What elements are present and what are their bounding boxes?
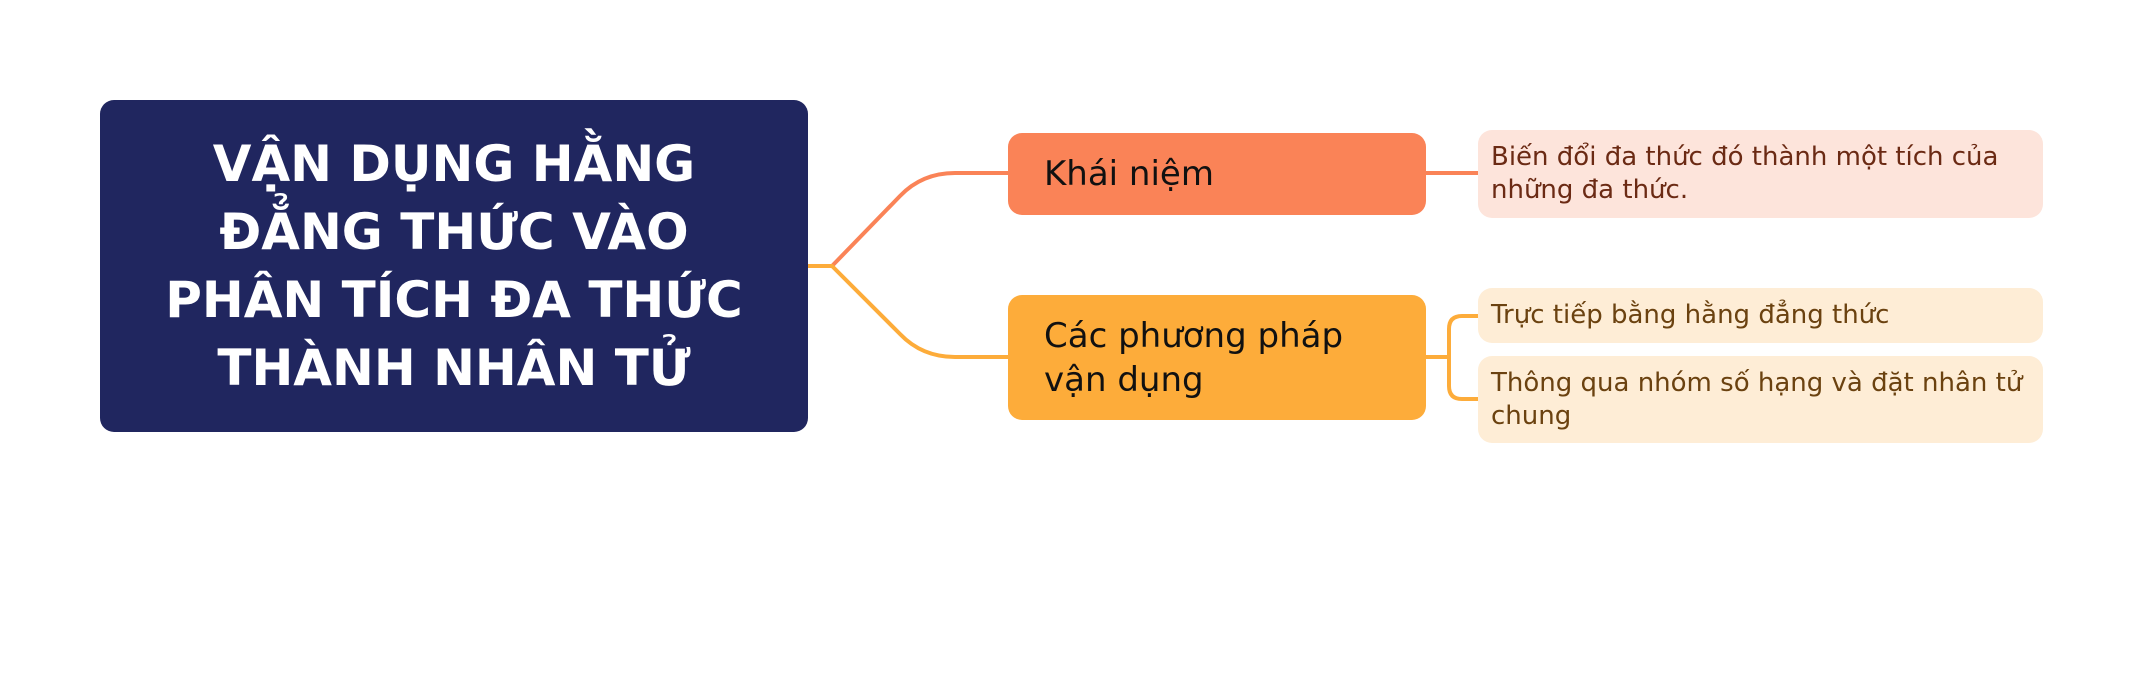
root-title: VẬN DỤNG HẰNG ĐẲNG THỨC VÀO PHÂN TÍCH ĐA… — [165, 135, 743, 397]
leaf-node-thong-qua-nhom[interactable]: Thông qua nhóm số hạng và đặt nhân tử ch… — [1478, 356, 2043, 443]
leaf-label: Trực tiếp bằng hằng đẳng thức — [1491, 300, 1890, 330]
connector-root-to-phuong-phap — [830, 264, 1010, 359]
branch-node-phuong-phap[interactable]: Các phương pháp vận dụng — [1008, 295, 1426, 420]
root-node[interactable]: VẬN DỤNG HẰNG ĐẲNG THỨC VÀO PHÂN TÍCH ĐA… — [100, 100, 808, 432]
branch-node-khai-niem[interactable]: Khái niệm — [1008, 133, 1426, 215]
branch-label: Các phương pháp vận dụng — [1044, 315, 1344, 400]
leaf-node-khai-niem-definition[interactable]: Biến đổi đa thức đó thành một tích của n… — [1478, 130, 2043, 218]
branch-label: Khái niệm — [1044, 154, 1214, 194]
leaf-node-truc-tiep[interactable]: Trực tiếp bằng hằng đẳng thức — [1478, 288, 2043, 343]
connector-phuong-phap-bracket — [1447, 314, 1478, 401]
leaf-label: Biến đổi đa thức đó thành một tích của n… — [1491, 142, 1999, 205]
connector-root-to-khai-niem — [830, 171, 1010, 268]
leaf-label: Thông qua nhóm số hạng và đặt nhân tử ch… — [1491, 367, 2023, 431]
